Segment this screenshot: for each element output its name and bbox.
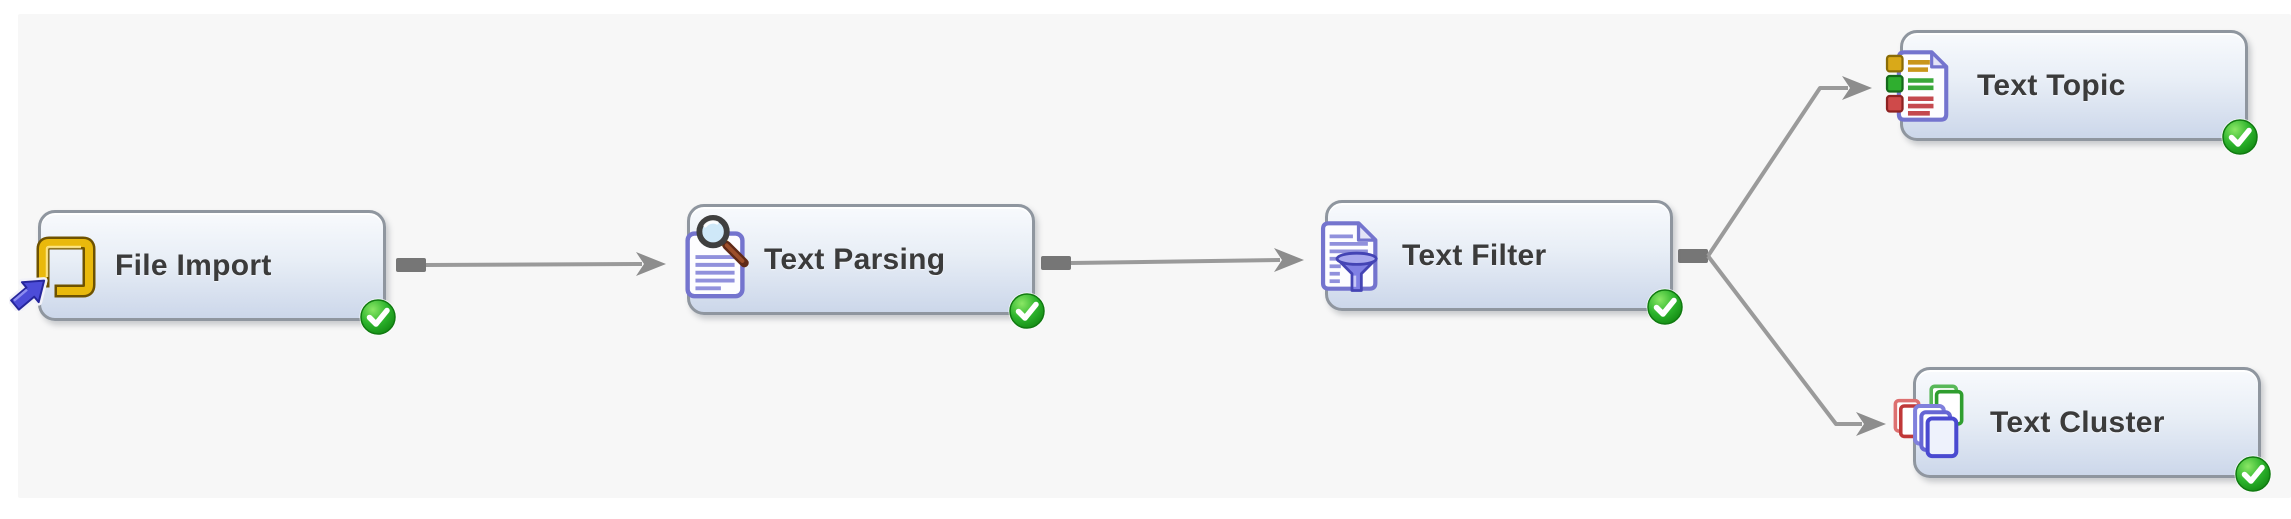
node-label: Text Cluster [1990,405,2165,439]
connector-file-import-to-text-parsing[interactable] [396,252,666,276]
node-label: Text Parsing [764,242,946,276]
arrowhead-icon [636,252,666,276]
arrowhead-icon [1842,76,1872,100]
connector-text-filter-to-text-topic[interactable] [1678,76,1872,263]
output-port-stub[interactable] [1041,256,1071,270]
arrowhead-icon [1274,248,1304,272]
node-label: Text Topic [1977,68,2126,102]
node-text-cluster[interactable]: Text Cluster [1893,367,2272,493]
output-port-stub[interactable] [396,258,426,272]
node-text-parsing[interactable]: Text Parsing [685,204,1046,330]
connector-text-parsing-to-text-filter[interactable] [1041,248,1304,272]
node-file-import[interactable]: File Import [7,210,397,336]
connector-text-filter-to-text-cluster[interactable] [1706,254,1886,436]
node-label: File Import [115,248,272,282]
output-port-stub[interactable] [1678,249,1708,263]
arrowhead-icon [1856,412,1886,436]
node-text-filter[interactable]: Text Filter [1320,200,1684,326]
node-text-topic[interactable]: Text Topic [1885,30,2259,156]
node-label: Text Filter [1402,238,1547,272]
